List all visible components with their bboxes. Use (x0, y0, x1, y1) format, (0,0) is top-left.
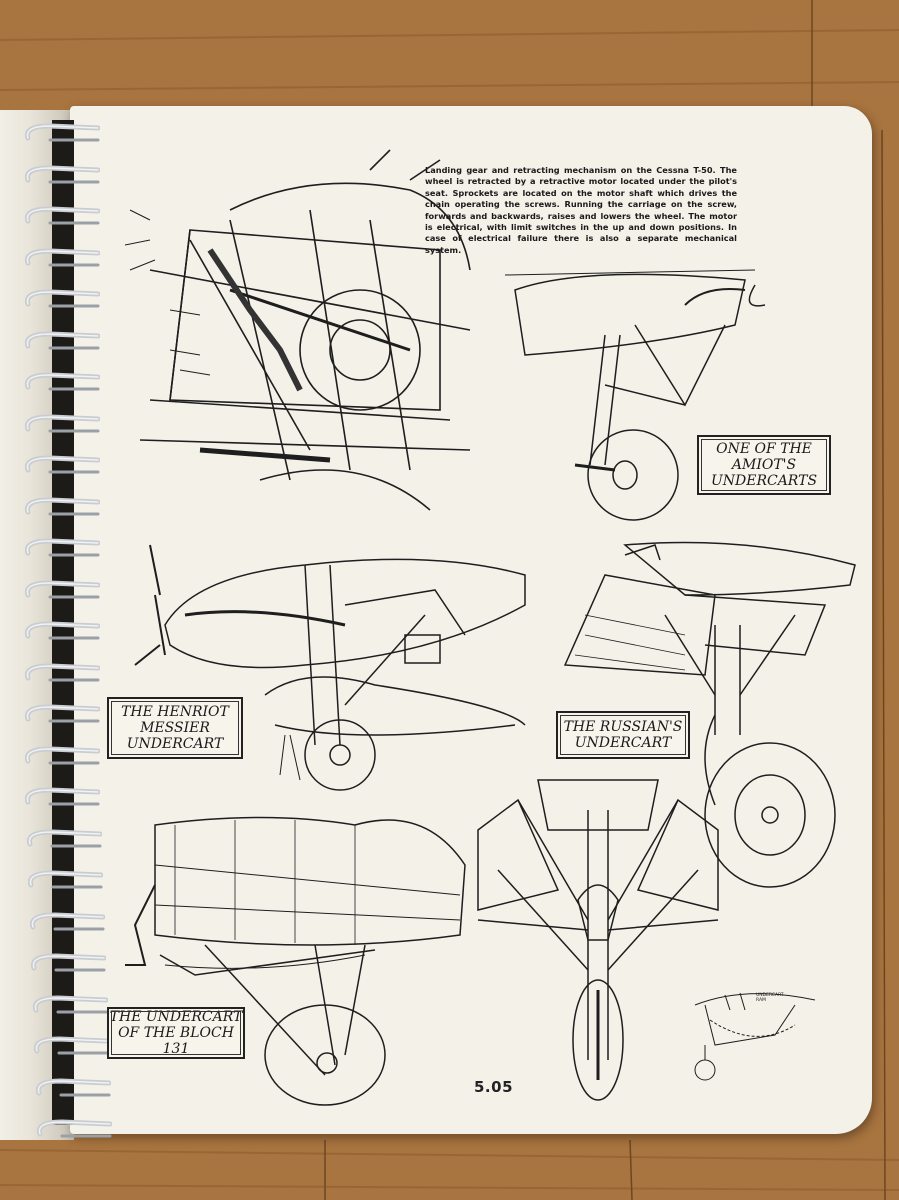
spiral-binding-coil-icon (25, 787, 100, 806)
cessna-t50-gear-illustration (124, 149, 471, 511)
cessna-caption: Landing gear and retracting mechanism on… (425, 165, 737, 255)
spiral-binding-coil-icon (25, 289, 100, 308)
henriot-label: THE HENRIOT MESSIER UNDERCART (107, 697, 243, 759)
spiral-binding-coil-icon (25, 621, 100, 640)
russian-undercart-illustration (563, 541, 856, 888)
spiral-binding-coil-icon (25, 123, 100, 142)
spiral-binding-coil-icon (32, 994, 108, 1013)
spiral-binding-coil-icon (29, 911, 105, 930)
spiral-binding-coil-icon (31, 953, 106, 972)
front-view-undercart-illustration (477, 779, 719, 1101)
spiral-binding-coil-icon (25, 579, 100, 598)
spiral-binding-coil-icon (37, 1119, 112, 1138)
spiral-binding-coil-icon (25, 704, 100, 723)
spiral-binding-coil-icon (25, 206, 100, 225)
spiral-binding-coil-icon (25, 496, 100, 515)
spiral-binding-coil-icon (25, 164, 100, 183)
notebook-page (70, 106, 872, 1134)
bloch-131-undercart-illustration (125, 816, 466, 1106)
spiral-binding-coil-icon (26, 828, 102, 847)
amiot-undercart-illustration (504, 269, 766, 521)
spiral-binding-coil-icon (25, 413, 100, 432)
page-number: 5.05 (474, 1078, 514, 1096)
spiral-binding-coil-icon (35, 1077, 111, 1096)
amiot-label: ONE OF THE AMIOT'S UNDERCARTS (697, 435, 831, 495)
spiral-binding-coil-icon (25, 372, 100, 391)
spiral-binding-coil-icon (25, 745, 100, 764)
spiral-binding-coil-icon (25, 538, 100, 557)
spiral-binding-coil-icon (28, 870, 103, 889)
russian-label: THE RUSSIAN'S UNDERCART (556, 711, 690, 759)
spiral-binding-coil-icon (34, 1036, 109, 1055)
undercart-ram-sketch (694, 992, 816, 1081)
spiral-binding-coil-icon (25, 455, 100, 474)
henriot-messier-undercart-illustration (134, 544, 526, 791)
spiral-binding-coil-icon (25, 662, 100, 681)
spiral-binding-coil-icon (25, 330, 100, 349)
spiral-binding-coil-icon (25, 247, 100, 266)
undercart-ram-label: UNDERCART RAM (756, 993, 784, 1003)
bloch-label: THE UNDERCART OF THE BLOCH 131 (107, 1007, 245, 1059)
